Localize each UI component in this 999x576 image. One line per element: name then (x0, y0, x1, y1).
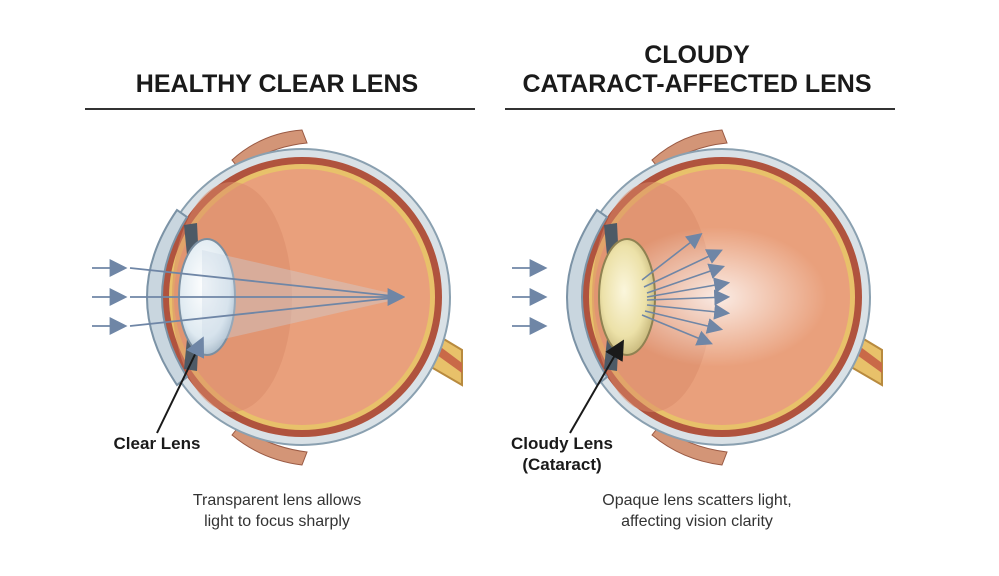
cataract-title-line1: CLOUDY (644, 41, 750, 69)
healthy-caption-line2: light to focus sharply (204, 513, 350, 530)
cataract-caption: Opaque lens scatters light, affecting vi… (482, 490, 912, 532)
light-ray (129, 267, 403, 298)
cloudy-lens-label-line1: Cloudy Lens (510, 434, 613, 453)
title-divider (505, 108, 895, 110)
lens-pointer (156, 336, 205, 434)
cloudy-lens (598, 238, 656, 356)
scattered-ray (641, 314, 713, 346)
cataract-title-line2: CATARACT-AFFECTED LENS (522, 70, 872, 98)
scattered-ray (643, 249, 723, 288)
cataract-lens-panel: CLOUDY CATARACT-AFFECTED LENS (482, 0, 912, 576)
healthy-caption: Transparent lens allows light to focus s… (62, 490, 492, 532)
scattered-ray (646, 303, 731, 320)
healthy-eye-diagram (92, 129, 463, 466)
scattered-ray (644, 310, 724, 334)
cataract-caption-line2: affecting vision clarity (621, 513, 773, 530)
scattered-ray (646, 277, 731, 298)
healthy-caption-line1: Transparent lens allows (192, 492, 362, 509)
cataract-caption-line1: Opaque lens scatters light, (602, 492, 792, 509)
scattered-ray (641, 233, 703, 281)
clear-lens-label: Clear Lens (113, 434, 201, 453)
cornea (566, 208, 609, 387)
healthy-lens-title: HEALTHY CLEAR LENS (135, 70, 419, 98)
title-divider (85, 108, 475, 110)
cataract-eye-diagram (512, 129, 883, 466)
lens-pointer (569, 339, 625, 434)
scattered-ray (646, 289, 731, 306)
cloudy-lens-label: Cloudy Lens (Cataract) (492, 433, 632, 475)
healthy-lens-panel: HEALTHY CLEAR LENS (62, 0, 492, 576)
scattered-ray (646, 263, 726, 294)
cloudy-lens-label-line2: (Cataract) (522, 455, 602, 474)
light-ray (129, 296, 403, 327)
